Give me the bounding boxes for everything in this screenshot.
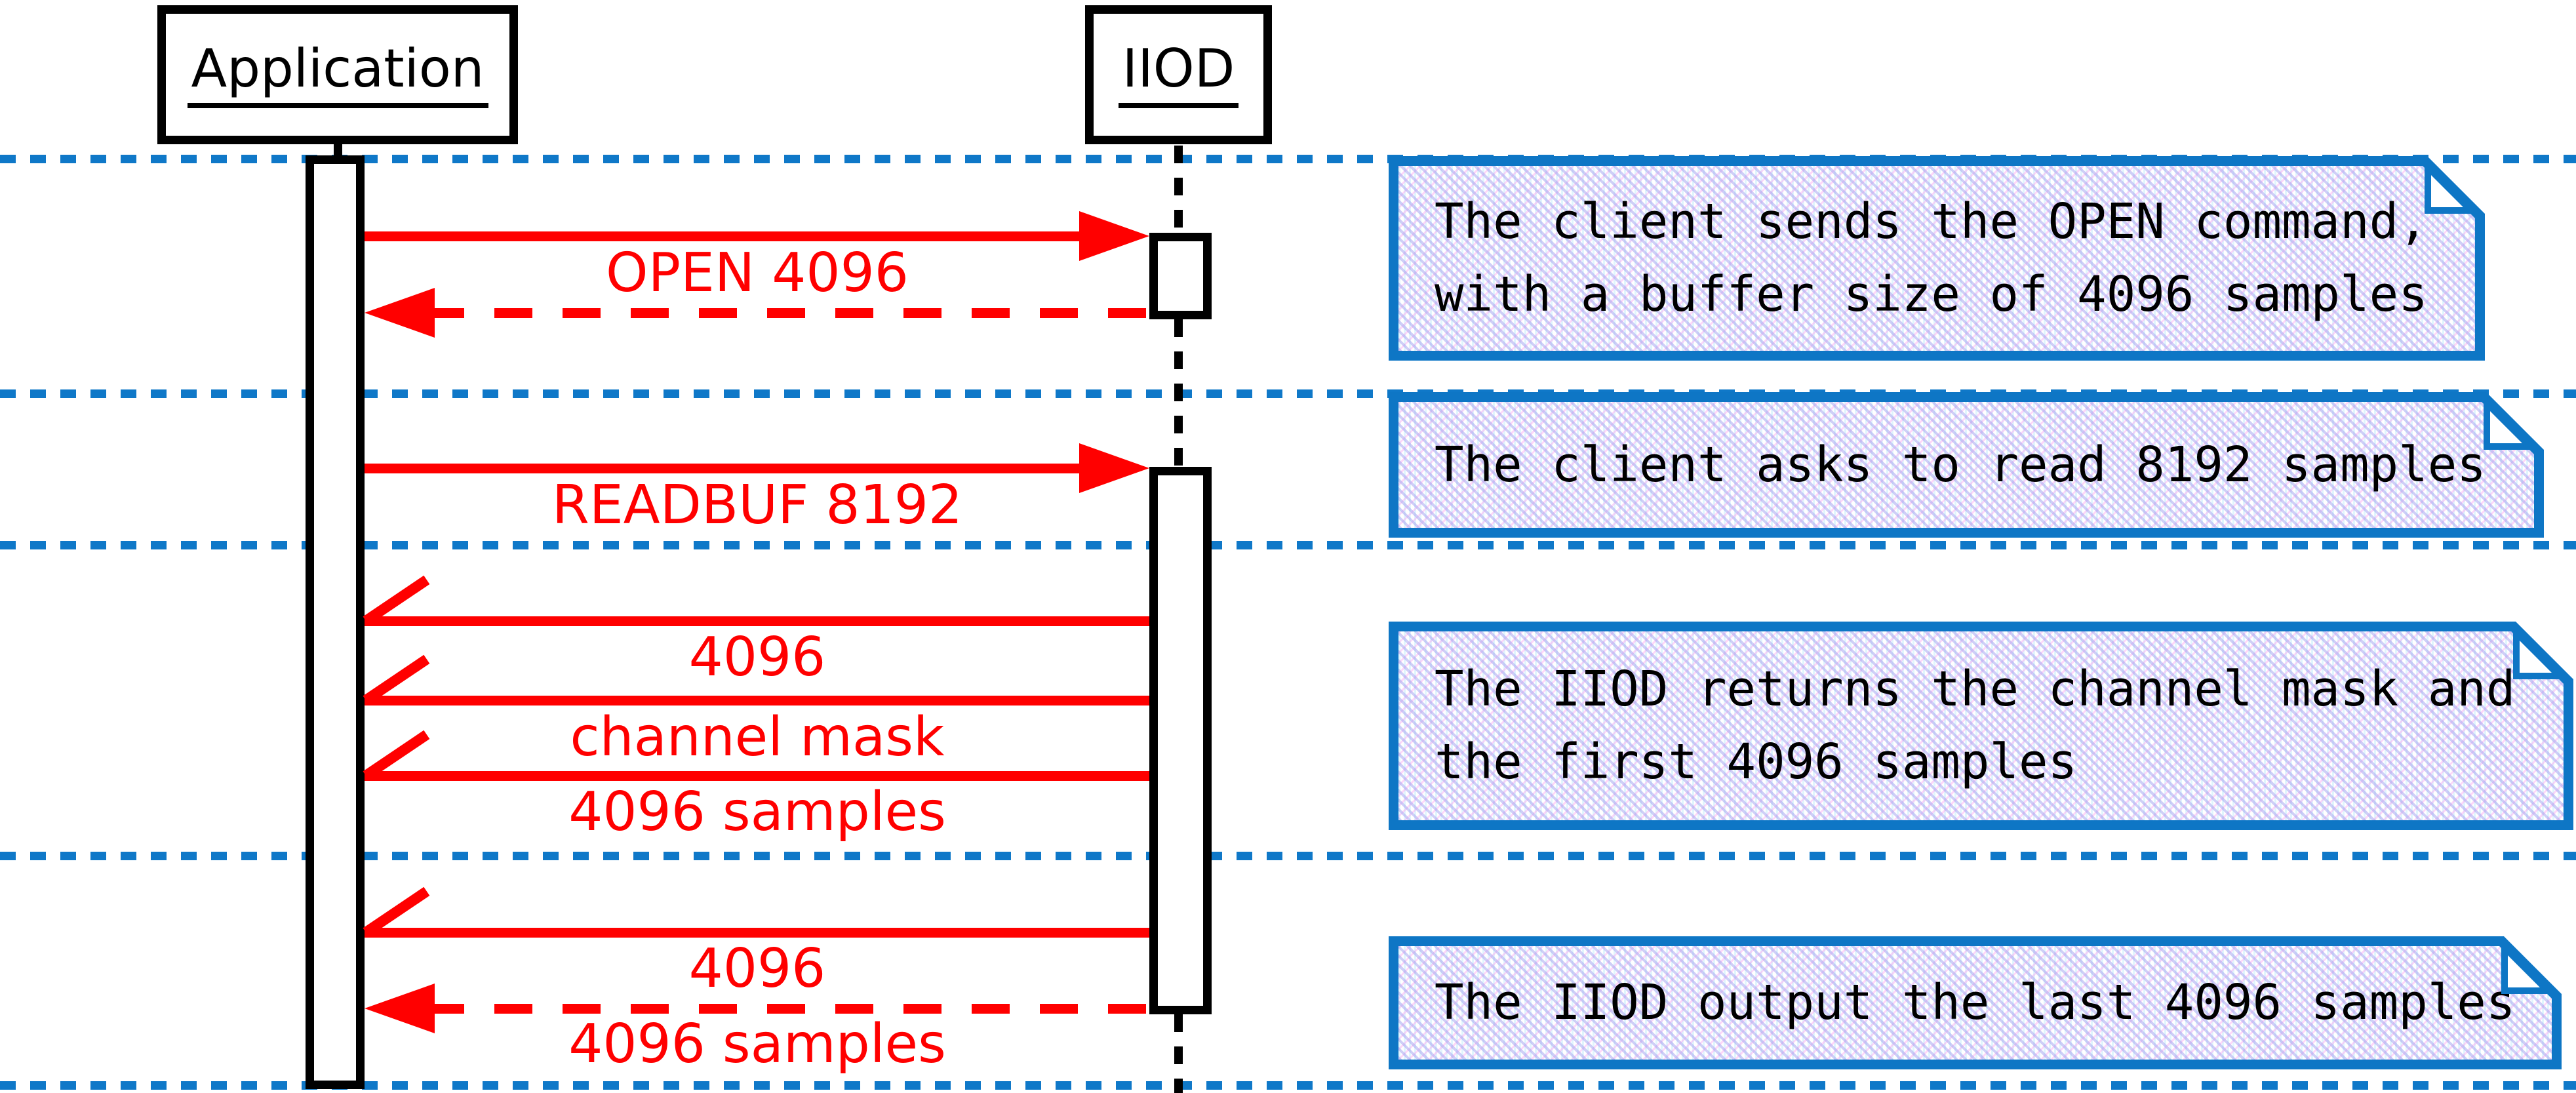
participant-application: Application [157, 5, 518, 144]
arrow-4096-samples-shaft [365, 771, 1149, 781]
note-folded-corner-icon [2501, 944, 2552, 995]
note-folded-corner-icon [2484, 400, 2535, 451]
arrow-readbuf-label: READBUF 8192 [551, 474, 963, 536]
note-last-samples-body: The IIOD output the last 4096 samples [1398, 946, 2552, 1060]
iiod-lifeline-segment-middle [1174, 319, 1183, 469]
note-channel-mask: The IIOD returns the channel mask and th… [1389, 622, 2573, 830]
note-open-command: The client sends the OPEN command, with … [1389, 156, 2485, 361]
participant-iiod: IIOD [1085, 5, 1272, 144]
note-readbuf-request-line1: The client asks to read 8192 samples [1435, 436, 2486, 493]
arrow-last-samples-label: 4096 samples [568, 1013, 946, 1075]
arrow-4096-samples-label: 4096 samples [568, 781, 946, 843]
arrow-4096a-shaft [365, 616, 1149, 626]
application-activation-bar [306, 155, 365, 1089]
arrow-channel-mask-shaft [365, 696, 1149, 705]
arrow-last-samples-shaft [426, 1004, 1149, 1014]
arrow-channel-mask-label: channel mask [570, 706, 945, 768]
arrow-open-head-icon [1079, 211, 1149, 261]
iiod-lifeline-segment-bottom [1174, 1014, 1183, 1093]
arrow-4096a-label: 4096 [688, 626, 826, 688]
note-open-command-line2: with a buffer size of 4096 samples [1435, 266, 2428, 323]
note-open-command-line1: The client sends the OPEN command, [1435, 193, 2428, 250]
arrow-last-samples-head-icon [365, 984, 435, 1033]
note-last-samples: The IIOD output the last 4096 samples [1389, 936, 2562, 1069]
iiod-activation-bar-readbuf [1149, 467, 1212, 1014]
separator-line-4 [0, 852, 2576, 860]
note-readbuf-request: The client asks to read 8192 samples [1389, 392, 2544, 538]
arrow-readbuf-shaft [365, 464, 1082, 473]
arrow-open-shaft [365, 231, 1082, 241]
arrow-4096b-label: 4096 [688, 938, 826, 1000]
note-folded-corner-icon [2425, 164, 2476, 215]
note-readbuf-request-body: The client asks to read 8192 samples [1398, 402, 2534, 528]
participant-iiod-label: IIOD [1118, 41, 1239, 108]
arrow-readbuf-head-icon [1079, 443, 1149, 493]
note-channel-mask-line2: the first 4096 samples [1435, 734, 2078, 790]
arrow-4096b-shaft [365, 928, 1149, 938]
arrow-open-label: OPEN 4096 [606, 242, 909, 304]
iiod-activation-bar-open [1149, 233, 1212, 319]
note-folded-corner-icon [2513, 629, 2564, 681]
arrow-open-return-shaft [426, 308, 1149, 318]
iiod-lifeline-segment-top [1174, 146, 1183, 235]
separator-line-3 [0, 541, 2576, 549]
note-open-command-body: The client sends the OPEN command, with … [1398, 166, 2475, 351]
separator-line-5 [0, 1081, 2576, 1090]
note-channel-mask-line1: The IIOD returns the channel mask and [1435, 661, 2516, 717]
participant-application-label: Application [187, 41, 488, 108]
note-last-samples-line1: The IIOD output the last 4096 samples [1435, 974, 2516, 1031]
arrow-open-return-head-icon [365, 288, 435, 338]
note-channel-mask-body: The IIOD returns the channel mask and th… [1398, 631, 2564, 820]
